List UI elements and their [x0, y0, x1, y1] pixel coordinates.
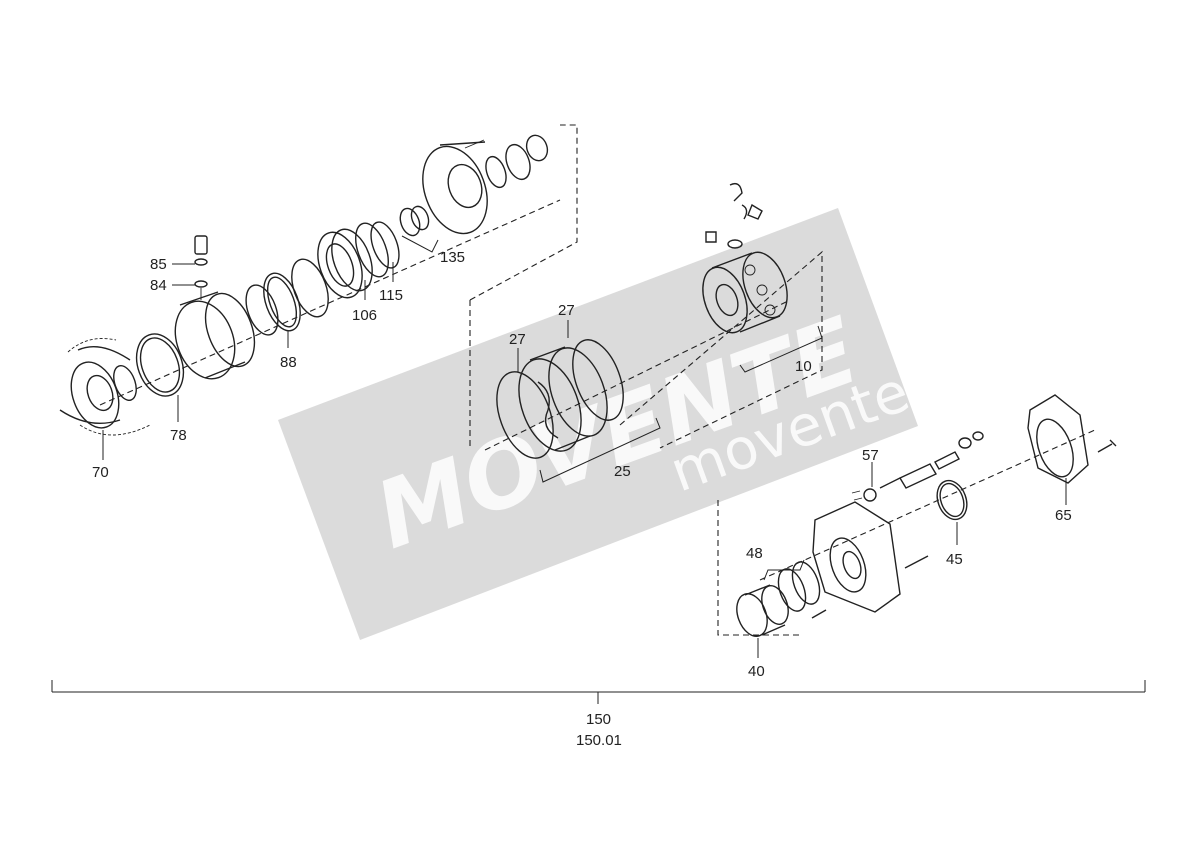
part-78-oring — [135, 333, 185, 397]
assembly-bracket — [51, 680, 1146, 704]
part-106-bearing — [317, 228, 373, 299]
assembly-number: 150 — [586, 711, 611, 728]
part-rear-housing — [812, 501, 929, 613]
label-57: 57 — [862, 447, 879, 464]
part-40-spool — [736, 584, 827, 637]
label-27-right: 27 — [558, 302, 575, 319]
part-valve-stack — [879, 431, 984, 489]
label-40: 40 — [748, 663, 765, 680]
label-45: 45 — [946, 551, 963, 568]
label-135: 135 — [440, 249, 465, 266]
part-45-oring — [936, 479, 968, 521]
part-115-snap-ring — [355, 221, 400, 278]
part-27-oring-b — [572, 339, 624, 421]
center-axes — [99, 199, 1096, 581]
frame-10 — [619, 250, 823, 449]
part-88-seal — [245, 272, 301, 336]
part-10-rotor — [702, 182, 788, 334]
part-70-hub-flange — [59, 338, 151, 436]
label-27-left: 27 — [509, 331, 526, 348]
part-48-spring — [777, 561, 821, 612]
label-106: 106 — [352, 307, 377, 324]
part-disc — [291, 258, 329, 318]
label-85: 85 — [150, 256, 167, 273]
label-10: 10 — [795, 358, 812, 375]
part-25-cam-ring — [518, 346, 608, 452]
label-88: 88 — [280, 354, 297, 371]
part-85-plug — [194, 235, 208, 266]
part-57-valve — [851, 488, 877, 502]
frame-135 — [469, 124, 578, 301]
part-labels: 85 84 70 78 88 106 115 135 27 27 25 10 5… — [92, 249, 1072, 749]
label-25: 25 — [614, 463, 631, 480]
part-135-flange-cover — [399, 134, 549, 237]
part-housing-ring — [174, 291, 256, 380]
label-78: 78 — [170, 427, 187, 444]
label-48: 48 — [746, 545, 763, 562]
assembly-subnumber: 150.01 — [576, 732, 622, 749]
label-115: 115 — [379, 287, 403, 304]
frame-40 — [717, 500, 800, 636]
part-65-end-cover — [1027, 394, 1117, 484]
label-70: 70 — [92, 464, 109, 481]
label-65: 65 — [1055, 507, 1072, 524]
watermark: MOVENTE movente.ru movente — [278, 208, 989, 657]
label-84: 84 — [150, 277, 167, 294]
